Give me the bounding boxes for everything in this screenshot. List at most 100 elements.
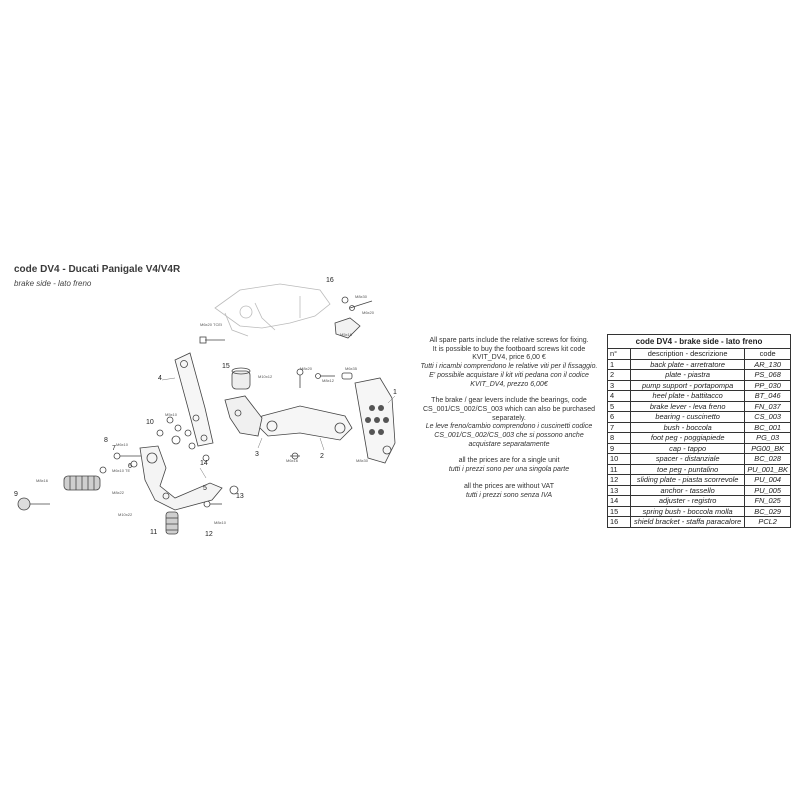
table-cell-code: FN_037 (744, 400, 791, 412)
hw-label: M5x16 (340, 332, 353, 337)
table-cell-desc: foot peg - poggiapiede (629, 432, 746, 444)
callout-13: 13 (236, 493, 244, 500)
callout-10: 10 (146, 419, 154, 426)
table-cell-desc: spring bush - boccola molla (629, 505, 746, 517)
callout-3: 3 (255, 451, 259, 458)
table-cell-desc: sliding plate - piasta scorrevole (629, 474, 746, 486)
table-cell-code: PU_004 (744, 474, 791, 486)
note-en: The brake / gear levers include the bear… (422, 397, 595, 422)
hw-label: M5x10 (165, 412, 178, 417)
callout-8: 8 (104, 437, 108, 444)
note-en: all the prices are without VAT (463, 482, 554, 490)
callout-16: 16 (326, 277, 334, 284)
table-cell-desc: spacer - distanziale (629, 453, 746, 465)
table-cell-code: FN_025 (744, 495, 791, 507)
table-cell-n: 13 (607, 484, 631, 496)
hw-label: M10x12 (258, 374, 273, 379)
part-plate (257, 405, 353, 441)
part-pump-support (224, 395, 263, 437)
callout-5: 5 (203, 485, 207, 492)
table-cell-desc: plate - piastra (629, 369, 746, 381)
table-cell-n: 15 (607, 505, 631, 517)
column-header: n° (607, 348, 631, 360)
table-cell-code: AR_130 (744, 358, 791, 370)
table-cell-code: PP_030 (744, 379, 791, 391)
table-cell-code: CS_003 (744, 411, 791, 423)
table-cell-n: 9 (607, 442, 631, 454)
table-cell-n: 10 (607, 453, 631, 465)
note-it: Le leve freno/cambio comprendono i cusci… (425, 423, 593, 448)
note-it: tutti i prezzi sono senza IVA (466, 491, 552, 499)
note-it: E' possibile acquistare il kit viti peda… (429, 371, 589, 388)
hw-label: M8x30 (356, 458, 369, 463)
part-shield-bracket (334, 317, 361, 339)
notes-block: All spare parts include the relative scr… (418, 337, 600, 500)
note-en: It is possible to buy the footboard scre… (432, 345, 586, 362)
part-toe-peg (165, 511, 179, 535)
table-cell-desc: brake lever - leva freno (629, 400, 746, 412)
table-cell-n: 3 (607, 379, 631, 391)
hw-label: M6x16 (286, 458, 299, 463)
table-cell-desc: pump support - portapompa (629, 379, 746, 391)
page-title: code DV4 - Ducati Panigale V4/V4R (14, 264, 181, 275)
part-foot-peg (63, 475, 101, 491)
column-header: description - descrizione (629, 348, 746, 360)
part-cap (17, 497, 31, 511)
table-cell-n: 6 (607, 411, 631, 423)
part-heel-plate (174, 352, 214, 447)
callout-11: 11 (150, 529, 157, 536)
table-cell-code: PCL2 (744, 516, 791, 528)
table-cell-n: 8 (607, 432, 631, 444)
page-subtitle: brake side - lato freno (14, 279, 92, 288)
table-cell-n: 11 (607, 463, 631, 475)
hw-label: M8x12 (322, 378, 335, 383)
callout-14: 14 (200, 460, 208, 467)
hw-label: M6x35 (345, 366, 358, 371)
table-cell-desc: bearing - cuscinetto (629, 411, 746, 423)
callout-6: 6 (128, 463, 132, 470)
table-cell-n: 16 (607, 516, 631, 528)
callout-15: 15 (222, 363, 230, 370)
table-cell-desc: heel plate - battitacco (629, 390, 746, 402)
callout-2: 2 (320, 453, 324, 460)
table-cell-code: BT_046 (744, 390, 791, 402)
column-header: code (744, 348, 791, 360)
hw-label: M8x30 (355, 294, 368, 299)
note-it: Tutti i ricambi comprendono le relative … (420, 363, 598, 371)
table-cell-n: 2 (607, 369, 631, 381)
table-cell-n: 5 (607, 400, 631, 412)
hw-label: M8x16 (36, 478, 49, 483)
table-cell-desc: toe peg - puntalino (629, 463, 746, 475)
note-en: all the prices are for a single unit (458, 457, 560, 465)
table-cell-n: 4 (607, 390, 631, 402)
table-cell-code: PU_001_BK (744, 463, 791, 475)
hw-label: M8x10 (214, 520, 227, 525)
bike-outline (214, 283, 331, 337)
part-brake-lever (139, 445, 223, 511)
note-en: All spare parts include the relative scr… (429, 337, 589, 344)
table-cell-code: PG_03 (744, 432, 791, 444)
table-cell-n: 7 (607, 421, 631, 433)
hw-label: M8x22 (112, 490, 125, 495)
parts-table: code DV4 - brake side - lato freno n° de… (607, 334, 791, 528)
hw-label: M10x22 (118, 512, 133, 517)
table-cell-code: BC_029 (744, 505, 791, 517)
table-cell-desc: shield bracket - staffa paracalore (629, 516, 746, 528)
hw-label: M6x20 TCEI (200, 322, 222, 327)
hw-label: M6x10 (116, 442, 129, 447)
callout-4: 4 (158, 375, 162, 382)
washers (99, 416, 239, 495)
exploded-view-diagram: 1 2 3 4 5 6 7 8 9 10 11 12 13 14 15 16 M… (14, 277, 397, 538)
